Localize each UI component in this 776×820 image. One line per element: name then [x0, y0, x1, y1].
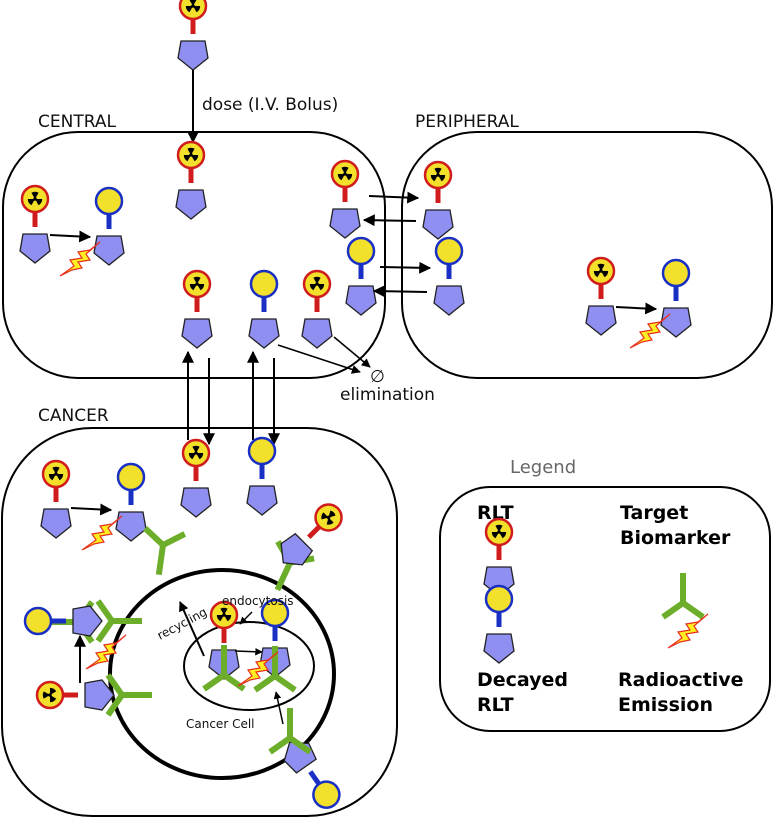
elimination-label: elimination — [340, 385, 435, 405]
peripheral-compartment — [401, 131, 773, 379]
central-rlt-to-cancer-icon — [182, 271, 212, 348]
legend-box — [439, 486, 771, 732]
dose-rlt-icon — [178, 0, 208, 70]
peripheral-rlt-icon — [423, 162, 453, 239]
to-central-arrow — [362, 214, 417, 227]
emission-icon — [81, 515, 123, 551]
peripheral-decayed-result-icon — [661, 260, 691, 337]
to-peripheral-arrow — [368, 191, 420, 204]
elimination-arrow-decayed — [277, 344, 361, 374]
peripheral-decay-arrow — [615, 302, 658, 315]
legend-target-label-1: Target — [620, 502, 688, 524]
legend-decayed-rlt-icon — [484, 586, 514, 663]
cancer-cell-label: Cancer Cell — [186, 717, 255, 731]
cancer-decay-arrow — [70, 503, 113, 516]
endosome — [183, 621, 315, 711]
legend-decayed-label-1: Decayed — [477, 669, 568, 691]
internalization-arrow — [273, 691, 284, 725]
legend-title: Legend — [510, 457, 576, 478]
legend-target-label-2: Biomarker — [620, 527, 731, 549]
membrane-rlt-icon — [37, 680, 114, 710]
membrane-decayed-icon — [25, 606, 102, 636]
emission-icon — [629, 313, 671, 349]
legend-rlt-label: RLT — [477, 502, 514, 524]
endocytosis-arrow — [239, 611, 253, 625]
target-biomarker-icon — [139, 528, 185, 577]
decayed-to-peripheral-arrow — [379, 261, 432, 274]
endosome-decay-arrow — [234, 648, 263, 656]
cancer-decayed-icon — [247, 438, 277, 515]
central-rlt-icon — [20, 186, 50, 263]
cancer-compartment — [1, 427, 398, 817]
central-decayed-icon — [94, 188, 124, 265]
central-rlt-exchange-icon — [330, 161, 360, 238]
central-dose-rlt-icon — [176, 142, 206, 219]
decay-arrow — [49, 230, 92, 243]
central-label: CENTRAL — [38, 112, 116, 132]
peripheral-rlt-decay-icon — [586, 258, 616, 335]
legend-emission-label-2: Emission — [618, 694, 713, 716]
peripheral-label: PERIPHERAL — [415, 112, 519, 132]
legend-emission-label-1: Radioactive — [618, 669, 744, 691]
elimination-symbol: ∅ — [370, 367, 385, 387]
central-decayed-to-cancer-icon — [249, 271, 279, 348]
decayed-to-central-arrow — [372, 285, 428, 298]
recycling-arrow — [179, 601, 205, 657]
cancer-label: CANCER — [38, 406, 109, 426]
legend-target-biomarker-icon — [663, 573, 703, 617]
dose-label: dose (I.V. Bolus) — [202, 95, 338, 115]
cancer-rlt-decay-icon — [41, 461, 71, 538]
legend-decayed-label-2: RLT — [477, 694, 514, 716]
legend-radioactive-emission-icon — [667, 613, 709, 649]
entering-decayed-icon — [277, 734, 346, 814]
peripheral-decayed-icon — [434, 238, 464, 315]
emission-icon — [59, 241, 101, 277]
cancer-decayed-result-icon — [116, 464, 146, 541]
central-rlt-eliminated-icon — [302, 271, 332, 348]
elimination-arrow-rlt — [333, 336, 371, 368]
central-decayed-exchange-icon — [346, 238, 376, 315]
legend-radioactive-rlt-icon — [484, 519, 514, 596]
cancer-rlt-icon — [181, 440, 211, 517]
endocytosis-label: endocytosis — [222, 594, 294, 608]
